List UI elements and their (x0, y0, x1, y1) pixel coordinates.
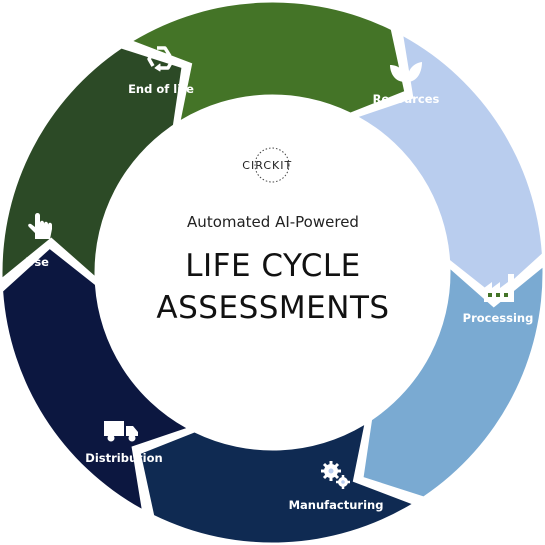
segment-end-of-life (3, 249, 187, 509)
gears-icon (321, 461, 350, 489)
brand-text-left: CIRC (242, 159, 272, 172)
brand-text-right: KIT (272, 159, 292, 172)
segment-processing (133, 2, 405, 120)
recycle-icon (147, 46, 174, 72)
center-title-line2: ASSESSMENTS (156, 290, 389, 326)
hand-pointer-icon (28, 213, 52, 239)
segment-label-processing: Processing (463, 311, 534, 325)
brand-logo: CIRC KIT (242, 147, 292, 183)
segment-manufacturing (358, 36, 542, 296)
segment-distribution (363, 267, 543, 497)
segment-label-resources: Resources (373, 92, 440, 106)
center-title-line1: LIFE CYCLE (185, 248, 361, 284)
segment-resources (2, 48, 182, 278)
leaf-icon (390, 62, 422, 85)
center-subtitle: Automated AI-Powered (187, 213, 359, 231)
segment-label-manufacturing: Manufacturing (289, 498, 384, 512)
segment-label-end-of-life: End of life (128, 82, 194, 96)
segment-use (140, 425, 412, 543)
factory-icon (484, 274, 514, 302)
segment-label-use: Use (25, 255, 49, 269)
truck-icon (104, 421, 138, 442)
segment-label-distribution: Distribution (85, 451, 162, 465)
